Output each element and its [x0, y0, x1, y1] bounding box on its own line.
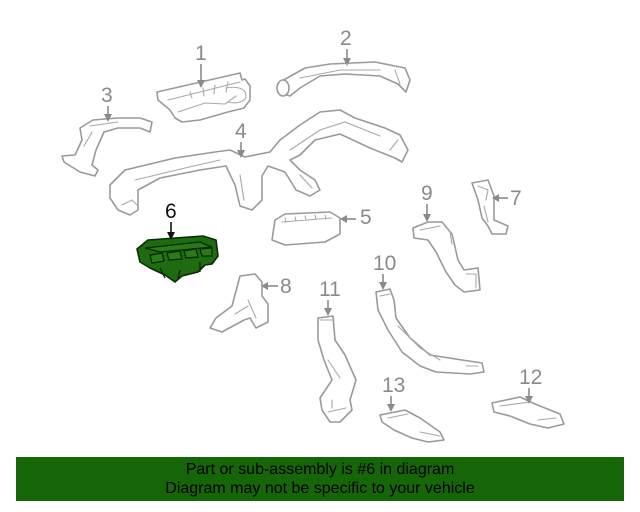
- part-8-duct[interactable]: [209, 273, 269, 333]
- part-4-main-duct[interactable]: [109, 109, 409, 216]
- svg-text:10: 10: [373, 252, 396, 275]
- callout-6: 6: [165, 200, 177, 240]
- part-13-duct[interactable]: [379, 409, 445, 443]
- callout-13: 13: [382, 374, 405, 412]
- callout-12: 12: [519, 366, 542, 404]
- svg-text:6: 6: [165, 200, 177, 223]
- part-1-duct[interactable]: [156, 72, 251, 123]
- info-banner: Part or sub-assembly is #6 in diagram Di…: [16, 457, 624, 501]
- svg-text:5: 5: [360, 206, 372, 229]
- svg-text:7: 7: [510, 187, 522, 210]
- svg-text:9: 9: [421, 182, 433, 205]
- part-7-bracket[interactable]: [471, 179, 509, 235]
- banner-line-part-number: Part or sub-assembly is #6 in diagram: [185, 461, 455, 478]
- callout-11: 11: [319, 278, 341, 316]
- svg-text:2: 2: [340, 27, 352, 50]
- part-11-duct[interactable]: [317, 315, 357, 423]
- part-6-highlighted[interactable]: [136, 235, 219, 283]
- svg-text:8: 8: [280, 275, 292, 298]
- callout-3: 3: [101, 84, 113, 122]
- part-9-duct[interactable]: [412, 221, 481, 293]
- svg-text:13: 13: [382, 374, 405, 397]
- part-3-duct[interactable]: [61, 117, 153, 177]
- part-5-vent[interactable]: [271, 211, 341, 246]
- svg-text:4: 4: [235, 120, 247, 143]
- callout-7: 7: [492, 187, 522, 210]
- callout-8: 8: [261, 275, 292, 298]
- callout-4: 4: [235, 120, 247, 158]
- callout-2: 2: [340, 27, 352, 66]
- callout-9: 9: [421, 182, 433, 222]
- part-2-duct[interactable]: [276, 61, 411, 97]
- svg-text:11: 11: [319, 278, 341, 301]
- callout-5: 5: [340, 206, 372, 229]
- part-10-duct[interactable]: [375, 288, 485, 375]
- callout-1: 1: [195, 42, 207, 88]
- svg-text:3: 3: [101, 84, 113, 107]
- banner-line-disclaimer: Diagram may not be specific to your vehi…: [165, 480, 475, 497]
- svg-text:1: 1: [195, 42, 207, 65]
- svg-text:12: 12: [519, 366, 542, 389]
- parts-diagram: 1 2 3 4 5: [61, 27, 565, 443]
- callout-10: 10: [373, 252, 396, 290]
